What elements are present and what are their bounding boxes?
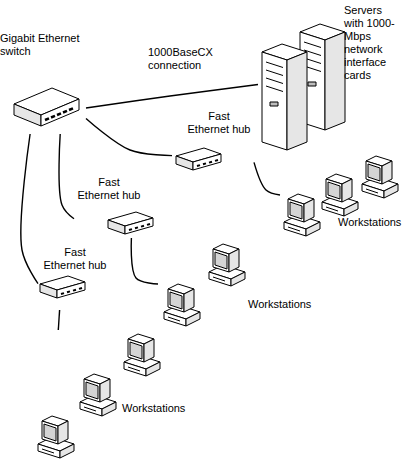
network-cable bbox=[21, 134, 38, 284]
network-cable bbox=[86, 85, 258, 109]
hub-device bbox=[108, 212, 153, 234]
workstation-computer bbox=[164, 284, 200, 326]
device-label: Fast Ethernet hub bbox=[76, 176, 142, 202]
connection-label: 1000BaseCX connection bbox=[148, 46, 220, 72]
device-node: Workstations bbox=[34, 330, 196, 458]
device-node: Workstations bbox=[280, 152, 404, 238]
gigabit-switch bbox=[14, 88, 79, 126]
device-label: Fast Ethernet hub bbox=[186, 110, 252, 136]
hub-device bbox=[40, 276, 85, 298]
device-label: Workstations bbox=[122, 402, 192, 415]
device-node: Servers with 1000-Mbps network interface… bbox=[258, 2, 404, 152]
device-node: Fast Ethernet hub bbox=[172, 108, 254, 176]
device-label: Fast Ethernet hub bbox=[42, 246, 108, 272]
server-tower bbox=[262, 44, 307, 150]
network-cable bbox=[254, 162, 280, 195]
workstation-computer bbox=[38, 416, 74, 458]
network-cable bbox=[59, 134, 74, 219]
network-cable bbox=[131, 238, 158, 284]
device-node: Fast Ethernet hub bbox=[38, 244, 110, 310]
device-label: Gigabit Ethernet switch bbox=[0, 32, 86, 58]
workstation-computer bbox=[80, 374, 116, 416]
device-node: Gigabit Ethernet switch bbox=[0, 30, 86, 134]
device-label: Workstations bbox=[338, 216, 404, 229]
device-node: Fast Ethernet hub bbox=[74, 174, 156, 238]
workstation-computer bbox=[362, 156, 398, 198]
network-cable bbox=[58, 310, 59, 330]
workstation-computer bbox=[124, 334, 160, 376]
server-tower bbox=[300, 24, 345, 130]
device-label: Servers with 1000-Mbps network interface… bbox=[344, 4, 404, 82]
workstation-computer bbox=[322, 174, 358, 216]
workstation-computer bbox=[284, 194, 320, 236]
workstation-computer bbox=[209, 244, 245, 286]
device-node: Workstations bbox=[158, 240, 328, 328]
hub-device bbox=[176, 148, 221, 170]
network-cable bbox=[86, 118, 172, 155]
device-label: Workstations bbox=[248, 298, 320, 311]
